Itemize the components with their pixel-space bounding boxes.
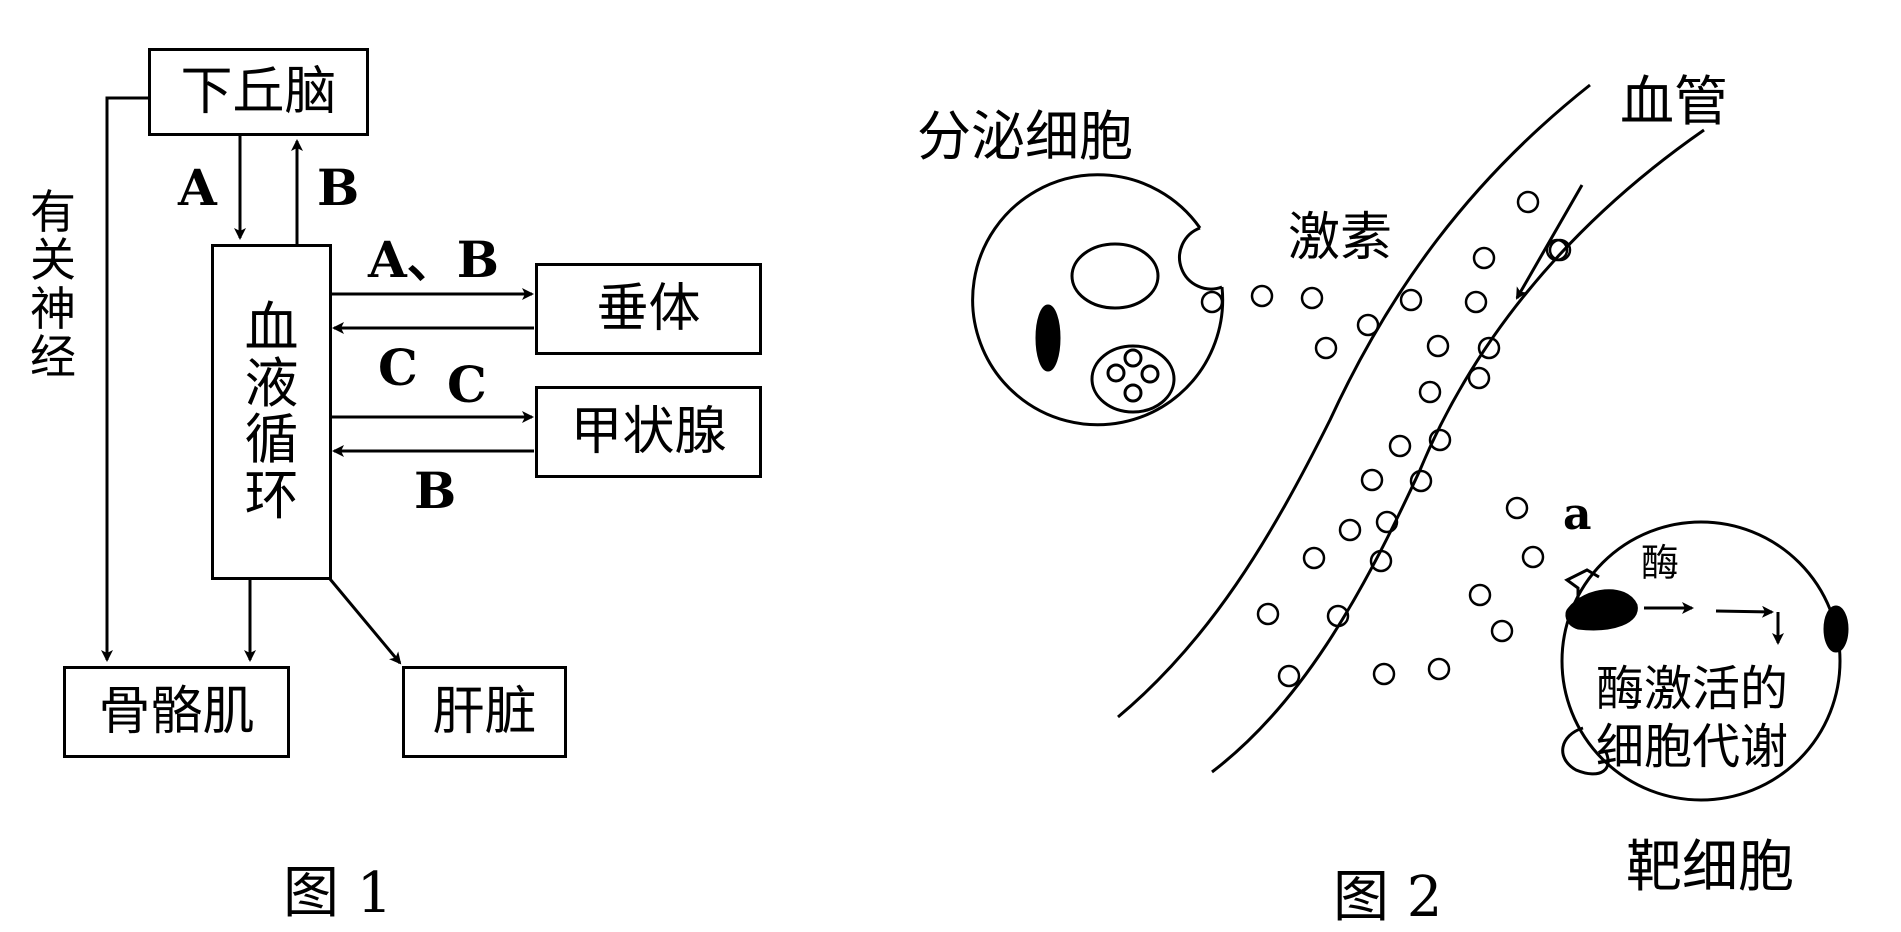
fig1-arrows bbox=[101, 96, 534, 665]
liver-box: 肝脏 bbox=[402, 666, 567, 758]
arrow-nerve-to-muscle bbox=[101, 96, 148, 662]
receptor-a-label: a bbox=[1563, 489, 1592, 540]
target-cell-membrane bbox=[1560, 520, 1842, 802]
metabolism-line2: 细胞代谢 bbox=[1596, 719, 1789, 775]
figure2-caption: 图 2 bbox=[1333, 865, 1443, 930]
flow-arrow bbox=[1515, 184, 1584, 300]
label-hypo-up: B bbox=[317, 158, 360, 217]
blood-circulation-box: 血液循环 bbox=[211, 244, 332, 580]
vessel-label: 血管 bbox=[1620, 70, 1728, 133]
skeletal-muscle-box: 骨骼肌 bbox=[63, 666, 290, 758]
thyroid-box: 甲状腺 bbox=[535, 386, 762, 478]
vesicle-cluster bbox=[1090, 344, 1176, 414]
vessel-wall-right bbox=[1211, 128, 1705, 774]
hormone-molecules bbox=[1200, 190, 1572, 688]
vessel-wall-left bbox=[1117, 83, 1591, 719]
receptor-a bbox=[1564, 568, 1600, 609]
secretory-cell bbox=[971, 173, 1225, 427]
enzyme-label: 酶 bbox=[1641, 541, 1680, 585]
vesicle-large bbox=[1070, 242, 1160, 310]
target-nucleus bbox=[1823, 605, 1849, 653]
enzyme-complex bbox=[1565, 589, 1638, 631]
label-to-pituitary: A、B bbox=[368, 230, 500, 289]
label-from-thyroid: B bbox=[414, 461, 457, 520]
hypothalamus-box: 下丘脑 bbox=[148, 48, 369, 136]
label-to-thyroid: C bbox=[447, 355, 487, 414]
target-cell-label: 靶细胞 bbox=[1626, 835, 1794, 900]
pituitary-label: 垂体 bbox=[596, 279, 701, 339]
nucleus bbox=[1035, 304, 1061, 372]
hypothalamus-label: 下丘脑 bbox=[180, 62, 337, 122]
blood-circulation-label: 血液循环 bbox=[244, 295, 299, 528]
thyroid-label: 甲状腺 bbox=[570, 402, 727, 462]
membrane-bulge bbox=[1561, 726, 1610, 776]
blood-vessel bbox=[1117, 83, 1705, 774]
enzyme-arrow-2 bbox=[1715, 605, 1774, 618]
metabolism-line1: 酶激活的 bbox=[1596, 661, 1789, 717]
secretory-cell-label: 分泌细胞 bbox=[917, 105, 1133, 168]
target-cell bbox=[1560, 520, 1849, 802]
hormone-label: 激素 bbox=[1288, 208, 1393, 268]
label-hypo-down: A bbox=[178, 158, 217, 217]
skeletal-muscle-label: 骨骼肌 bbox=[98, 682, 255, 742]
pituitary-box: 垂体 bbox=[535, 263, 762, 355]
figure1-caption: 图 1 bbox=[283, 861, 393, 926]
label-from-pituitary: C bbox=[378, 338, 418, 397]
arrow-blood-to-liver bbox=[328, 578, 402, 665]
related-nerve-label: 有关神经 bbox=[30, 185, 76, 384]
liver-label: 肝脏 bbox=[432, 682, 537, 742]
